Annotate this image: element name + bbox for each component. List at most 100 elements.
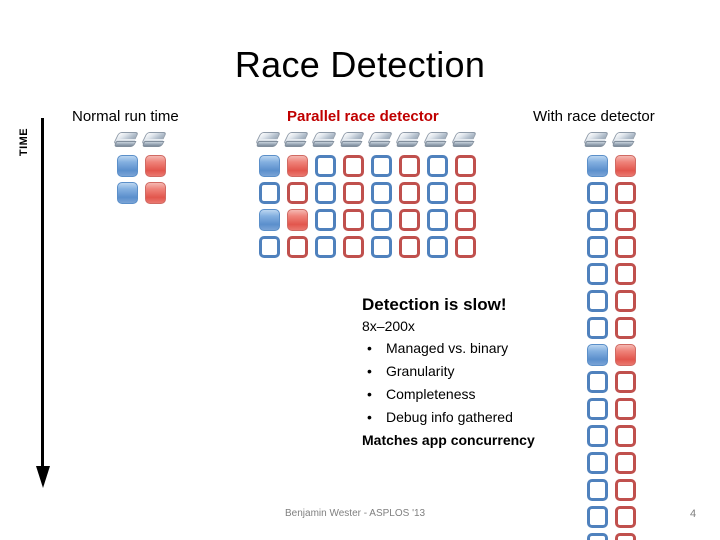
processor-icon — [423, 132, 449, 149]
block-cell — [615, 371, 636, 393]
block-cell — [615, 506, 636, 528]
block-cell — [315, 236, 336, 258]
processor-icon-side — [255, 141, 279, 147]
processor-icon-side — [311, 141, 335, 147]
processor-icon-side — [611, 141, 635, 147]
block-cell — [587, 209, 608, 231]
block-cell — [343, 236, 364, 258]
bullet-glyph-icon: • — [367, 409, 372, 425]
processor-icon — [283, 132, 309, 149]
processor-icon — [255, 132, 281, 149]
block-cell — [587, 398, 608, 420]
callout-bullet-label: Completeness — [386, 386, 476, 402]
processor-icon — [141, 132, 167, 149]
arrow-head — [36, 466, 50, 488]
block-cell — [371, 182, 392, 204]
processor-icon — [395, 132, 421, 149]
block-cell — [615, 317, 636, 339]
block-cell — [259, 209, 280, 231]
callout-bullet-list: •Managed vs. binary•Granularity•Complete… — [362, 337, 594, 429]
processor-icon-side — [423, 141, 447, 147]
callout-bullet-label: Granularity — [386, 363, 455, 379]
block-cell — [455, 209, 476, 231]
block-cell — [287, 209, 308, 231]
processor-icon-side — [583, 141, 607, 147]
block-cell — [455, 155, 476, 177]
block-cell — [259, 236, 280, 258]
block-cell — [371, 155, 392, 177]
block-cell — [371, 236, 392, 258]
time-axis-label: TIME — [18, 127, 30, 157]
callout-subline: 8x–200x — [362, 318, 415, 334]
processor-icon — [611, 132, 637, 149]
processor-icon — [367, 132, 393, 149]
block-cell — [427, 236, 448, 258]
callout-bullet-item: • Debug info gathered — [362, 406, 594, 429]
footer-author: Benjamin Wester - ASPLOS '13 — [285, 508, 426, 519]
block-cell — [587, 155, 608, 177]
block-cell — [371, 209, 392, 231]
callout-bullet-item: •Managed vs. binary — [362, 337, 594, 360]
column-header-with-race-detector: With race detector — [533, 108, 655, 125]
column-header-parallel-race-detector: Parallel race detector — [287, 108, 439, 125]
block-cell — [587, 236, 608, 258]
block-cell — [587, 344, 608, 366]
block-cell — [259, 182, 280, 204]
bullet-glyph-icon: • — [367, 363, 372, 379]
block-cell — [315, 209, 336, 231]
block-cell — [615, 344, 636, 366]
processor-icon-side — [141, 141, 165, 147]
block-cell — [587, 371, 608, 393]
block-cell — [427, 155, 448, 177]
block-cell — [587, 533, 608, 540]
processor-icon-side — [451, 141, 475, 147]
processor-icon — [339, 132, 365, 149]
block-cell — [343, 155, 364, 177]
block-cell — [455, 236, 476, 258]
block-cell — [399, 236, 420, 258]
block-cell — [399, 155, 420, 177]
block-cell — [615, 398, 636, 420]
callout-bullet-label: Managed vs. binary — [386, 340, 509, 356]
page-title: Race Detection — [234, 44, 486, 85]
processor-icon — [311, 132, 337, 149]
down-arrow-icon — [36, 118, 50, 490]
block-cell — [587, 479, 608, 501]
block-cell — [587, 506, 608, 528]
processor-icon-side — [113, 141, 137, 147]
block-cell — [315, 182, 336, 204]
block-cell — [587, 425, 608, 447]
footer-page-number: 4 — [690, 508, 697, 520]
block-cell — [117, 182, 138, 204]
callout-text: Detection is slow! 8x–200x •Managed vs. … — [362, 294, 594, 451]
block-cell — [117, 155, 138, 177]
block-cell — [615, 236, 636, 258]
block-cell — [615, 425, 636, 447]
processor-icon-side — [367, 141, 391, 147]
column-header-normal-run-time: Normal run time — [72, 108, 179, 125]
processor-icon-side — [395, 141, 419, 147]
processor-icon — [113, 132, 139, 149]
callout-bullet-item: • Granularity — [362, 360, 594, 383]
processor-icon-side — [339, 141, 363, 147]
block-cell — [145, 182, 166, 204]
callout-footline: Matches app concurrency — [362, 432, 535, 448]
block-cell — [615, 533, 636, 540]
block-cell — [427, 209, 448, 231]
block-cell — [399, 209, 420, 231]
block-cell — [455, 182, 476, 204]
block-cell — [587, 317, 608, 339]
processor-icon — [451, 132, 477, 149]
block-cell — [587, 263, 608, 285]
block-cell — [615, 290, 636, 312]
callout-bullet-label: Debug info gathered — [386, 409, 513, 425]
block-cell — [343, 182, 364, 204]
callout-bullet-item: •Completeness — [362, 383, 594, 406]
block-cell — [343, 209, 364, 231]
block-cell — [287, 182, 308, 204]
block-cell — [615, 263, 636, 285]
block-cell — [315, 155, 336, 177]
block-cell — [587, 452, 608, 474]
block-cell — [399, 182, 420, 204]
